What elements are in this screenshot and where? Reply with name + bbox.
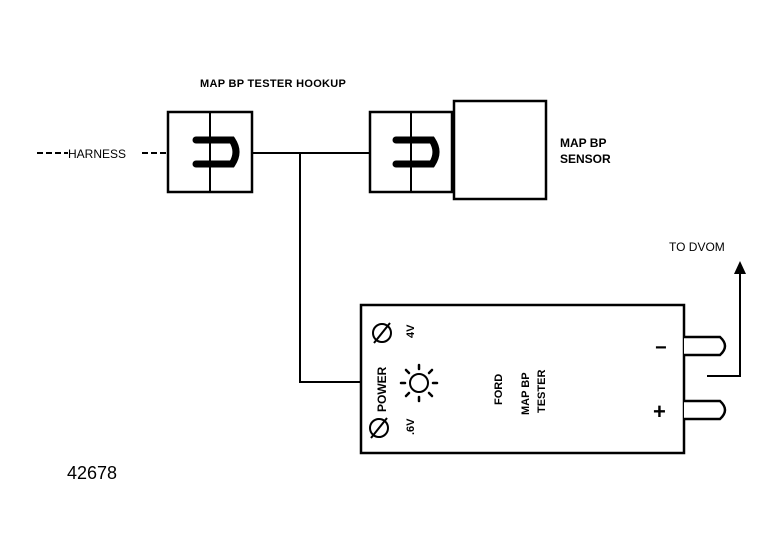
power-label: POWER — [375, 366, 389, 412]
zero-adjust-icon — [372, 322, 392, 344]
sensor-label-line1: MAP BP — [560, 136, 606, 150]
positive-terminal — [684, 399, 727, 421]
harness-connector — [166, 110, 254, 194]
dvom-lead-wire — [707, 272, 741, 377]
figure-number: 42678 — [67, 463, 117, 483]
low-voltage-label: .6V — [405, 418, 417, 435]
harness-label: HARNESS — [68, 147, 126, 161]
dvom-label: TO DVOM — [669, 240, 725, 254]
tester-name-line2: TESTER — [536, 370, 548, 413]
positive-terminal-label: + — [653, 399, 666, 424]
sensor-label-line2: SENSOR — [560, 152, 611, 166]
map-bp-sensor — [452, 99, 548, 201]
power-switch-icon — [369, 417, 389, 439]
arrow-up-icon — [734, 261, 746, 274]
tester-lead-wire — [299, 153, 362, 383]
high-voltage-label: 4V — [405, 324, 417, 338]
tester-brand: FORD — [493, 374, 505, 405]
negative-terminal-label: − — [655, 337, 667, 359]
diagram-title: MAP BP TESTER HOOKUP — [200, 78, 346, 90]
sensor-connector — [368, 110, 454, 194]
adjustment-knob-icon — [399, 363, 439, 403]
negative-terminal — [684, 335, 727, 357]
tester-name-line1: MAP BP — [520, 372, 532, 415]
